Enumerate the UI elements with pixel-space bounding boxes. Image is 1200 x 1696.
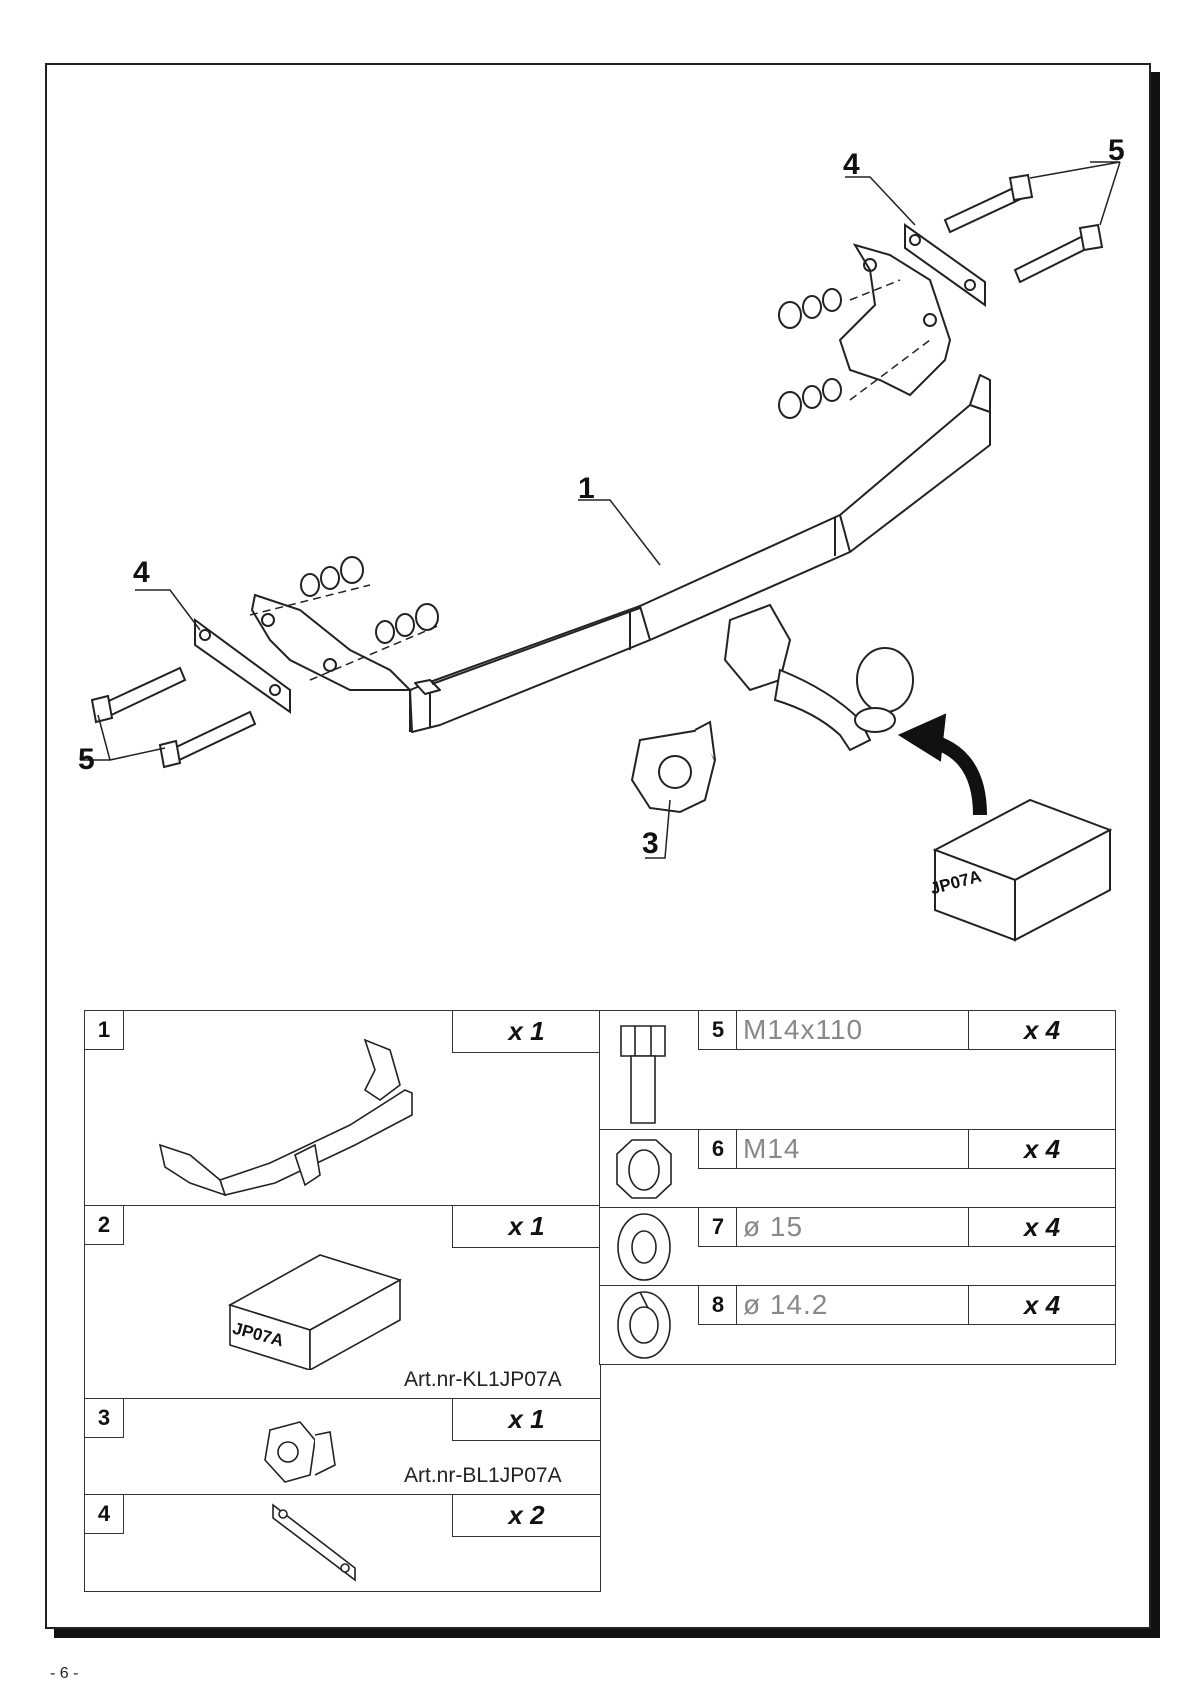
bolts-right — [943, 173, 1104, 284]
part-6-spec: M14 — [736, 1129, 970, 1169]
kit-box-thumbnail — [227, 1254, 403, 1370]
bolt-thumbnail — [620, 1025, 666, 1124]
washer-thumbnail — [617, 1213, 671, 1281]
part-5-number: 5 — [698, 1010, 738, 1050]
part-8-spec: ø 14.2 — [736, 1285, 970, 1325]
spacer-plate-right — [904, 223, 986, 307]
leader-lines — [80, 161, 1121, 859]
spacer-plate-thumbnail — [272, 1503, 356, 1582]
part-2-article-number: Art.nr-KL1JP07A — [404, 1368, 562, 1391]
page-number: - 6 - — [50, 1665, 79, 1682]
part-7-number: 7 — [698, 1207, 738, 1247]
part-1-quantity: x 1 — [452, 1010, 601, 1053]
part-2-quantity: x 1 — [452, 1205, 601, 1248]
part-7-quantity: x 4 — [968, 1207, 1116, 1247]
callout-part-4-left: 4 — [133, 556, 150, 589]
part-7-spec: ø 15 — [736, 1207, 970, 1247]
crossbar-thumbnail — [158, 1038, 413, 1197]
part-6-quantity: x 4 — [968, 1129, 1116, 1169]
part-4-quantity: x 2 — [452, 1494, 601, 1537]
tow-bar-assembly-drawing — [80, 161, 1121, 942]
part-4-number: 4 — [84, 1494, 124, 1534]
tow-ball — [723, 603, 914, 752]
alignment-lines — [249, 279, 931, 681]
electrical-kit-box — [932, 798, 1113, 942]
callout-part-5-left: 5 — [78, 743, 95, 776]
part-6-number: 6 — [698, 1129, 738, 1169]
nuts-washers — [300, 288, 842, 644]
part-8-quantity: x 4 — [968, 1285, 1116, 1325]
part-1-number: 1 — [84, 1010, 124, 1050]
callout-part-5-right: 5 — [1108, 134, 1125, 167]
bolts-left — [90, 666, 257, 769]
spring-washer-thumbnail — [617, 1291, 671, 1359]
spacer-plate-left — [194, 618, 291, 714]
socket-plate-thumbnail — [264, 1421, 336, 1483]
part-5-quantity: x 4 — [968, 1010, 1116, 1050]
crossbar-part — [409, 374, 991, 733]
part-8-number: 8 — [698, 1285, 738, 1325]
nut-thumbnail — [616, 1139, 672, 1199]
callout-part-4-right: 4 — [843, 148, 860, 181]
callout-part-3: 3 — [642, 827, 659, 860]
callout-part-1: 1 — [578, 472, 595, 505]
part-3-number: 3 — [84, 1398, 124, 1438]
part-3-quantity: x 1 — [452, 1398, 601, 1441]
left-bracket — [250, 593, 413, 691]
right-bracket — [838, 243, 952, 397]
socket-plate — [630, 720, 717, 814]
part-3-article-number: Art.nr-BL1JP07A — [404, 1464, 562, 1487]
part-2-number: 2 — [84, 1205, 124, 1245]
part-5-spec: M14x110 — [736, 1010, 970, 1050]
